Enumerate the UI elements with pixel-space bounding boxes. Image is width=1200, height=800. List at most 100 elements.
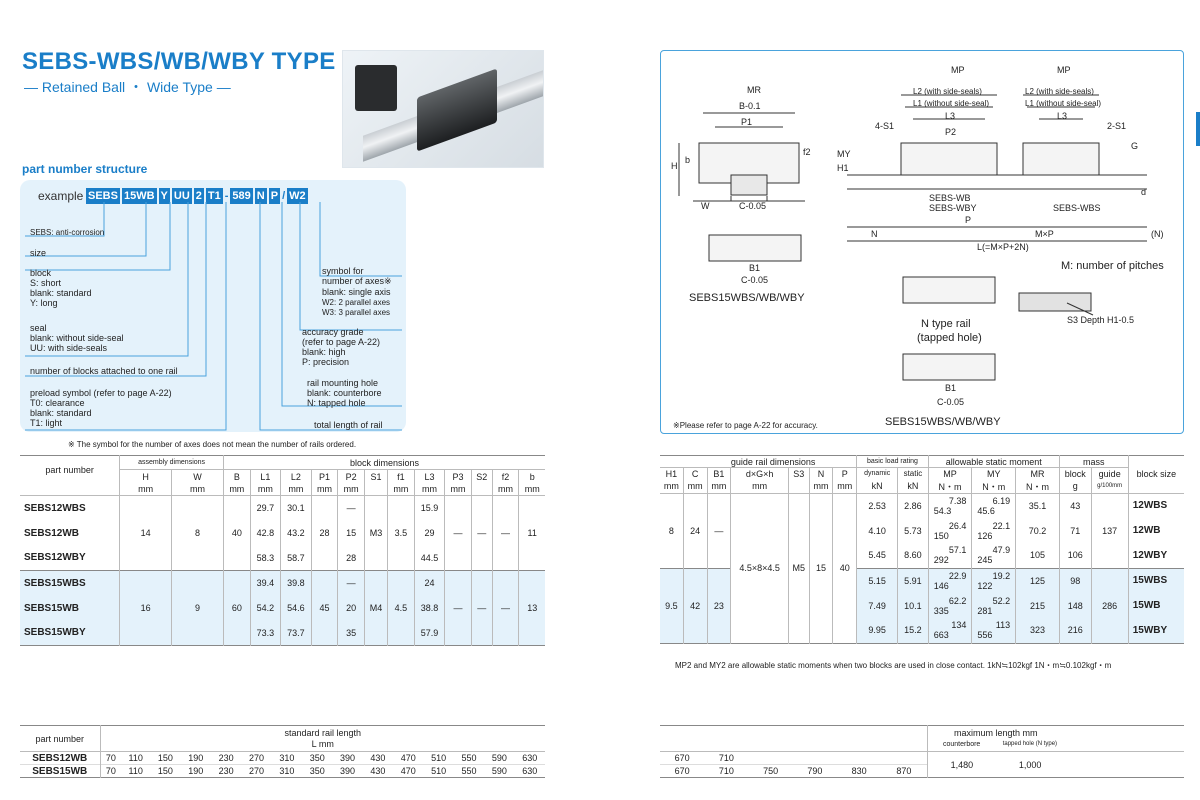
dimension-diagram: MR B-0.1 P1 H b f2 W C-0.05 H1 MY MP MP … — [660, 50, 1184, 434]
th-mass: mass — [1058, 455, 1129, 468]
cell: 23 — [706, 568, 731, 643]
cell: 230 — [218, 753, 234, 763]
label-axes-blank: blank: single axis — [322, 287, 391, 297]
th-unit: mm — [249, 483, 281, 496]
label-hole-blank: blank: counterbore — [307, 388, 382, 398]
cell: 39.8 — [280, 570, 312, 596]
cell — [837, 752, 881, 765]
cell: 2.53 — [856, 493, 898, 518]
cell: — — [470, 495, 493, 571]
cell: 38.8 — [413, 595, 445, 621]
cell: 8.60 — [897, 543, 929, 568]
dim-l1-1: L1 (without side-seal) — [913, 99, 990, 108]
th-unit: mm — [310, 483, 338, 496]
cell: 6.19 — [992, 495, 1011, 506]
table-row-pn: SEBS15WB — [24, 602, 80, 614]
code-seg: P — [268, 188, 281, 204]
cell: 73.3 — [249, 620, 281, 646]
th-col: L3 — [413, 469, 445, 484]
label-seal: seal — [30, 323, 47, 333]
dim-b1-2: B1 — [945, 383, 957, 393]
th-col: C — [682, 467, 707, 480]
cell: 710 — [718, 766, 734, 776]
label-acc-p: P: precision — [302, 357, 350, 367]
cell: 150 — [933, 530, 949, 541]
cell: 28 — [310, 495, 338, 571]
cell: 54.3 — [933, 505, 952, 516]
cell: 57.9 — [413, 620, 445, 646]
code-seg: UU — [171, 188, 192, 204]
th-col: P1 — [310, 469, 338, 484]
cell: 148 — [1058, 593, 1092, 618]
table-row-pn: SEBS15WBS — [24, 577, 86, 589]
code-seg: W2 — [287, 188, 308, 204]
cell: 286 — [1090, 568, 1129, 643]
th-max-length: maximum length mm — [954, 727, 1038, 738]
cell: 15WBY — [1127, 618, 1184, 643]
cell: 70 — [99, 764, 122, 778]
dim-n: N — [871, 229, 878, 239]
th-col: static — [897, 467, 929, 480]
th-unit: mm — [682, 479, 707, 493]
cell: 9 — [171, 570, 224, 646]
th-part-number: part number — [45, 464, 94, 475]
cell: 350 — [309, 766, 325, 776]
cell: 8 — [668, 525, 674, 536]
th-col: B1 — [706, 467, 731, 480]
cell: 550 — [461, 766, 477, 776]
cell — [793, 752, 837, 765]
cell: 830 — [851, 766, 867, 776]
cell: M5 — [788, 493, 810, 643]
label-seal-blank: blank: without side-seal — [30, 333, 124, 343]
dim-my: MY — [837, 149, 851, 159]
th-col: S1 — [364, 469, 388, 484]
ntype-label: N type rail — [921, 318, 971, 330]
cell: 70.2 — [1015, 518, 1060, 543]
example-label: example — [38, 189, 84, 203]
th-unit: mm — [280, 483, 312, 496]
dim-f2: f2 — [803, 147, 811, 157]
cell: 62.2 — [948, 595, 967, 606]
dim-mxp: M×P — [1035, 229, 1054, 239]
dim-b-small: b — [685, 155, 691, 165]
th-col: guide — [1090, 467, 1129, 480]
th-unit: N・m — [927, 479, 972, 493]
th-col: L2 — [280, 469, 312, 484]
cell: 5.73 — [897, 518, 929, 543]
cell: 15 — [808, 493, 833, 643]
cell: 510 — [431, 753, 447, 763]
th-block-size: block size — [1127, 455, 1184, 493]
page-subtitle: — Retained Ball ・ Wide Type — — [24, 79, 231, 95]
th-guide-rail: guide rail dimensions — [730, 455, 857, 468]
th-unit: g — [1058, 479, 1092, 493]
model-label-2: SEBS15WBS/WB/WBY — [885, 416, 1001, 428]
cell: 270 — [248, 766, 264, 776]
th-col: P2 — [337, 469, 365, 484]
th-unit: mm — [337, 483, 365, 496]
cell: 9.95 — [856, 618, 898, 643]
th-unit: mm — [518, 483, 545, 496]
cell: 110 — [128, 766, 143, 776]
cell: 430 — [370, 766, 386, 776]
dim-w: W — [701, 201, 710, 211]
cell: 22.1 — [992, 520, 1011, 531]
cell: 270 — [248, 753, 264, 763]
cell: 4.5 — [387, 570, 415, 646]
th-col: W — [171, 469, 224, 484]
cell: 12WB — [1127, 518, 1184, 543]
cell: 8 — [171, 495, 224, 571]
label-seal-uu: UU: with side-seals — [30, 343, 108, 353]
th-col: P — [832, 467, 857, 480]
cell: 670 — [674, 766, 690, 776]
cell: 20 — [337, 595, 365, 621]
table-row-pn: SEBS12WBS — [24, 502, 86, 514]
cell: 137 — [1090, 493, 1129, 568]
cell: 22.9 — [948, 570, 967, 581]
cell: 790 — [807, 766, 823, 776]
th-unit: mm — [832, 479, 857, 493]
th-unit: mm — [413, 483, 445, 496]
cell: 5.91 — [897, 568, 929, 593]
cell: 57.1 — [948, 545, 967, 556]
cell: 1,480 — [926, 751, 997, 778]
label-hole: rail mounting hole — [307, 378, 379, 388]
